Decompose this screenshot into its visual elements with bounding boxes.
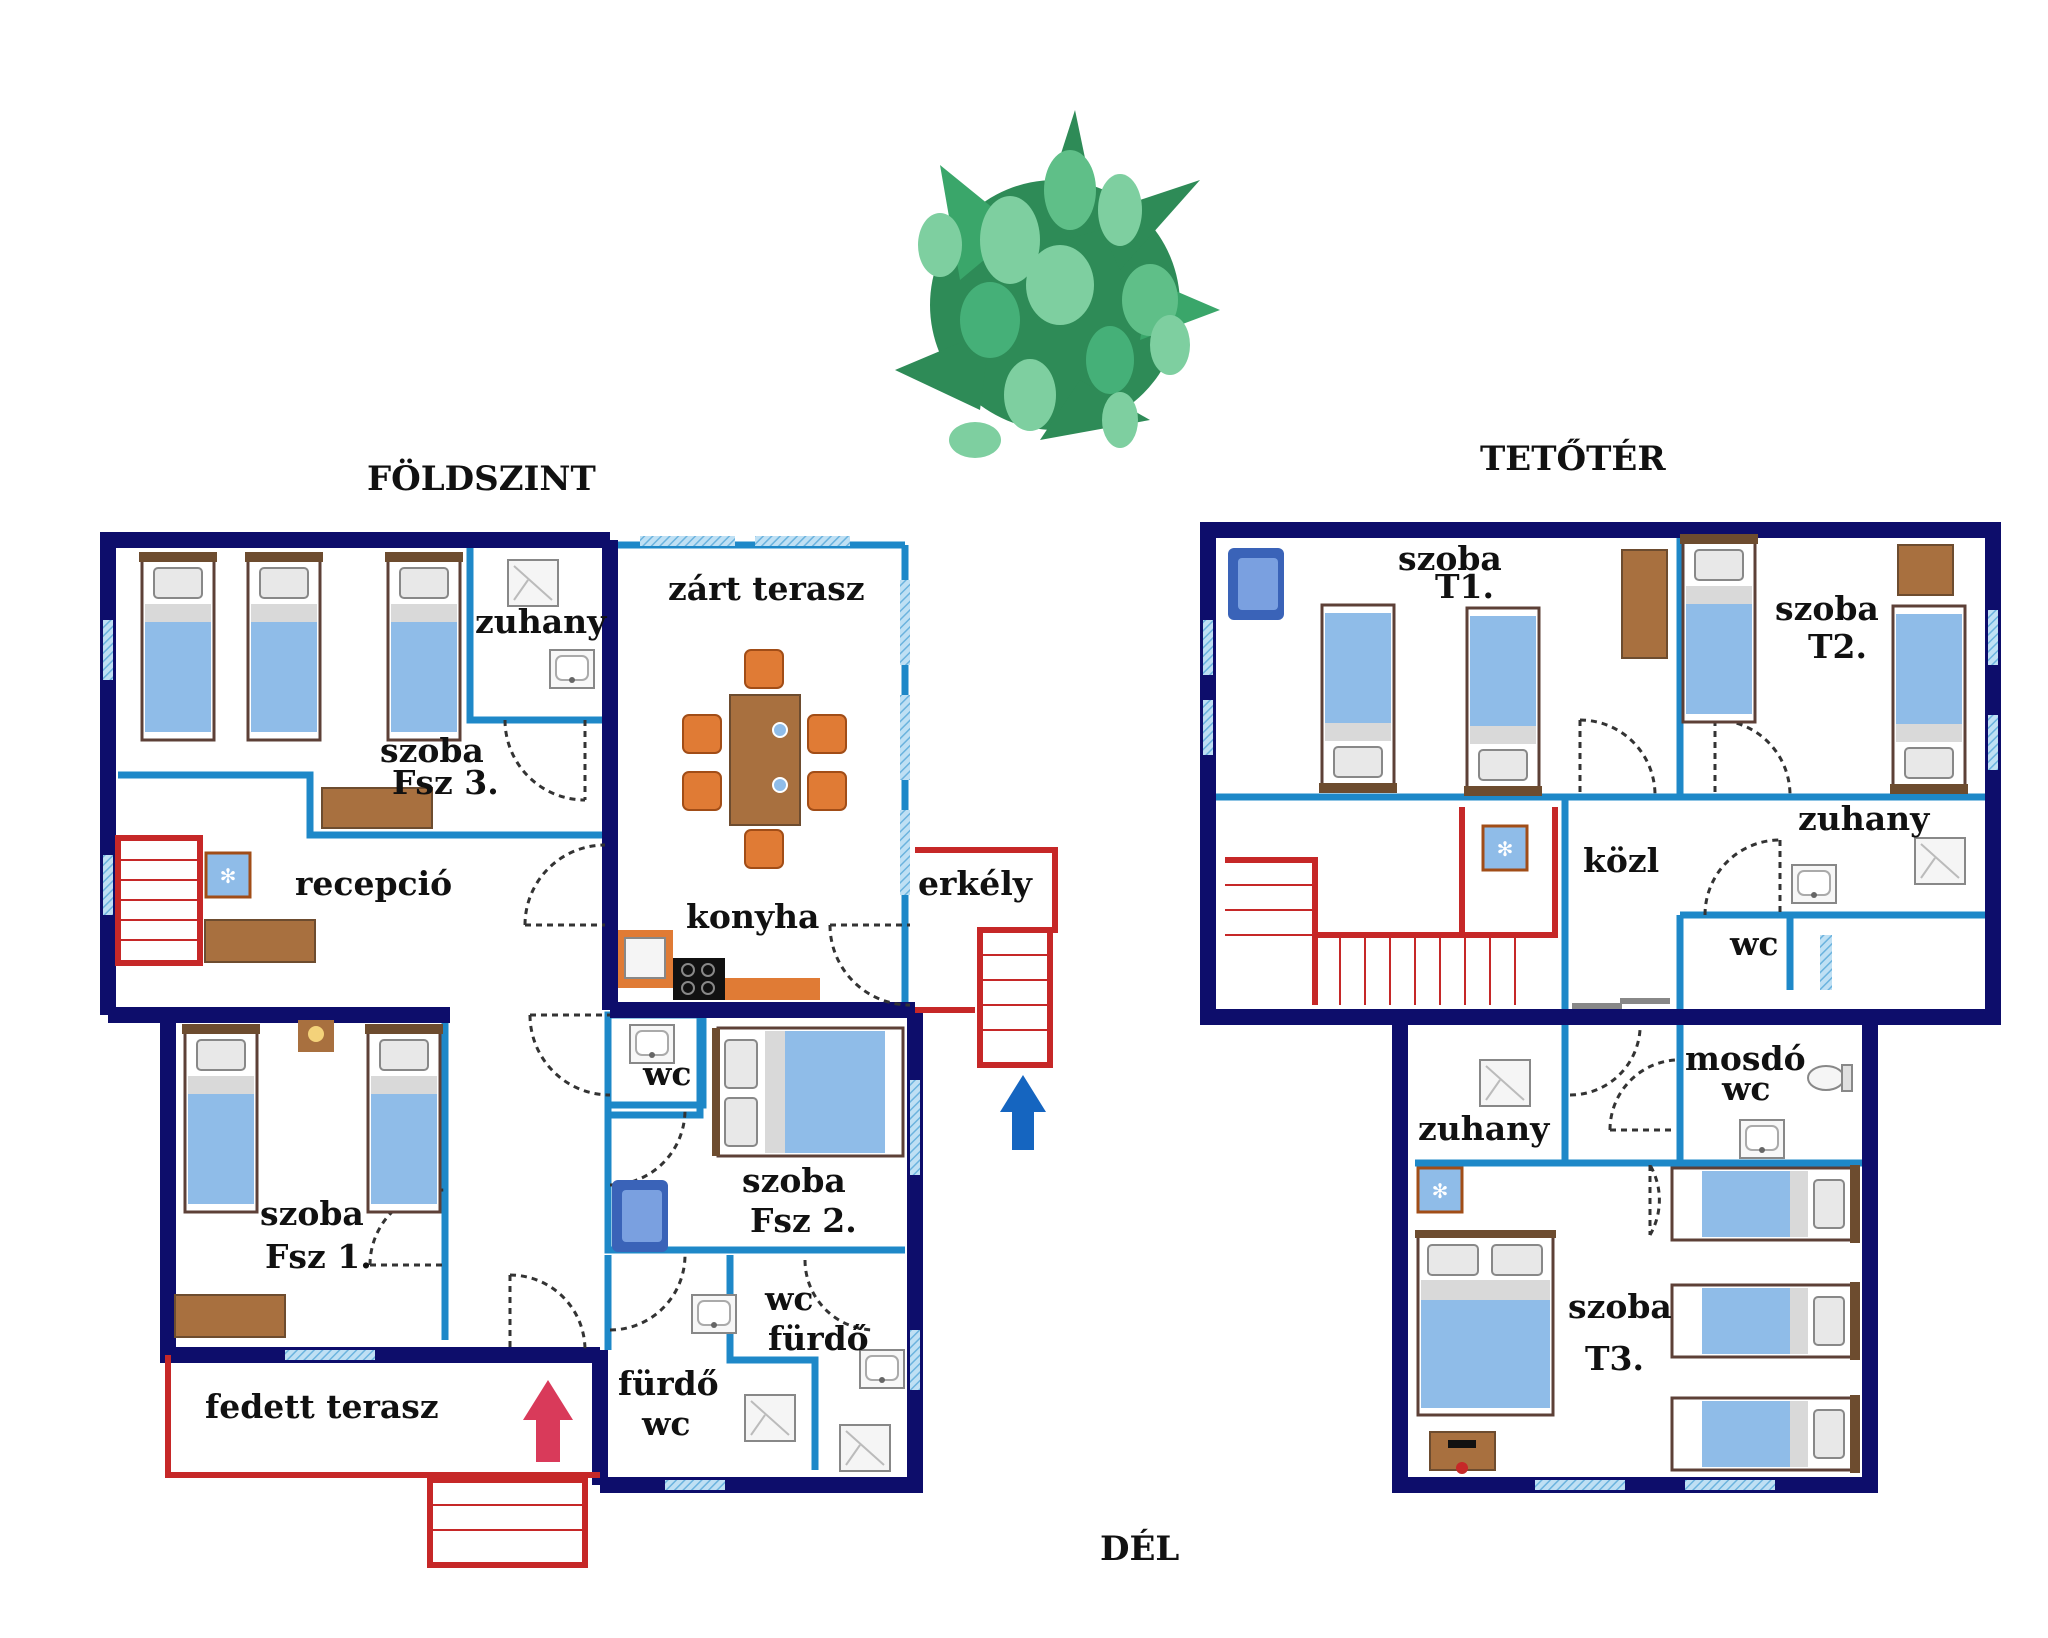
bed-icon [1415, 1230, 1556, 1417]
bed-icon [363, 1022, 445, 1214]
room-label-wc-bath-b: fürdő [768, 1319, 869, 1358]
room-label-t3-b: T3. [1585, 1339, 1644, 1378]
bed-icon [1670, 1163, 1862, 1245]
room-label-wc-bath-a: wc [764, 1279, 814, 1318]
room-label-t2-a: szoba [1775, 589, 1879, 628]
room-label-shower-top: zuhany [1798, 799, 1930, 838]
bed-icon [383, 550, 465, 742]
room-label-shower-bottom: zuhany [1418, 1109, 1550, 1148]
room-label-washroom-b: wc [1721, 1069, 1771, 1108]
sink-icon [1791, 864, 1837, 904]
room-label-t1-b: T1. [1435, 567, 1494, 606]
room-label-washroom-a: mosdó [1685, 1039, 1806, 1078]
shower-icon [744, 1394, 796, 1442]
room-label-t2-b: T2. [1808, 627, 1867, 666]
room-label-bath-wc-b: wc [641, 1404, 691, 1443]
entrance-arrow-icon [523, 1380, 573, 1462]
ac-icon [1481, 824, 1529, 872]
bed-icon [1317, 603, 1399, 795]
armchair-icon [612, 1180, 668, 1252]
room-label-kitchen: konyha [686, 897, 819, 936]
chair-icon [807, 714, 847, 754]
armchair-icon [1228, 548, 1284, 620]
room-label-fsz1-b: Fsz 1. [265, 1237, 372, 1276]
room-label-shower-fsz3: zuhany [475, 602, 607, 641]
room-label-covered-terrace: fedett terasz [205, 1387, 439, 1426]
chair-icon [744, 829, 784, 869]
chair-icon [744, 649, 784, 689]
ac-icon [204, 851, 252, 899]
bed-icon [1670, 1393, 1862, 1475]
toilet-icon [1807, 1064, 1853, 1092]
room-label-t3-a: szoba [1568, 1287, 1672, 1326]
room-label-bath-wc-a: fürdő [618, 1364, 719, 1403]
room-label-hallway: közl [1583, 841, 1659, 880]
shower-icon [839, 1424, 891, 1472]
room-label-fsz3-b: Fsz 3. [392, 763, 499, 802]
room-label-closed-terrace: zárt terasz [668, 569, 865, 608]
room-label-wc: wc [1729, 924, 1779, 963]
ac-icon [1416, 1166, 1464, 1214]
ground-floor-title: FÖLDSZINT [367, 458, 596, 499]
sink-icon [691, 1294, 737, 1334]
room-label-fsz1-a: szoba [260, 1194, 364, 1233]
bed-icon [712, 1026, 905, 1158]
plant-icon [895, 110, 1220, 458]
sink-icon [549, 649, 595, 689]
room-label-fsz2-a: szoba [742, 1161, 846, 1200]
bed-icon [1670, 1280, 1862, 1362]
room-label-fsz2-b: Fsz 2. [750, 1201, 857, 1240]
south-label: DÉL [1100, 1528, 1179, 1569]
ground-floor-plan: zuhany zárt terasz szoba Fsz 3. recepció… [100, 532, 1058, 1568]
room-label-balcony: erkély [918, 864, 1033, 903]
attic-title: TETŐTÉR [1480, 438, 1666, 479]
bed-icon [180, 1022, 262, 1214]
bed-icon [243, 550, 325, 742]
room-label-reception: recepció [295, 864, 452, 903]
room-label-t1-a: szoba [1398, 539, 1502, 578]
bed-icon [1462, 606, 1544, 798]
chair-icon [807, 771, 847, 811]
shower-icon [507, 559, 559, 607]
entrance-arrow-icon [1000, 1075, 1046, 1150]
sink-icon [1739, 1119, 1785, 1159]
room-label-fsz3-a: szoba [380, 731, 484, 770]
room-label-wc: wc [642, 1054, 692, 1093]
shower-icon [1479, 1059, 1531, 1107]
bed-icon [1888, 604, 1970, 796]
bed-icon [137, 550, 219, 742]
stove-icon [673, 958, 725, 1000]
bed-icon [1678, 532, 1760, 724]
chair-icon [682, 714, 722, 754]
attic-plan: szoba T1. szoba T2. zuhany közl wc mosdó… [1200, 522, 2001, 1493]
shower-icon [1914, 837, 1966, 885]
chair-icon [682, 771, 722, 811]
